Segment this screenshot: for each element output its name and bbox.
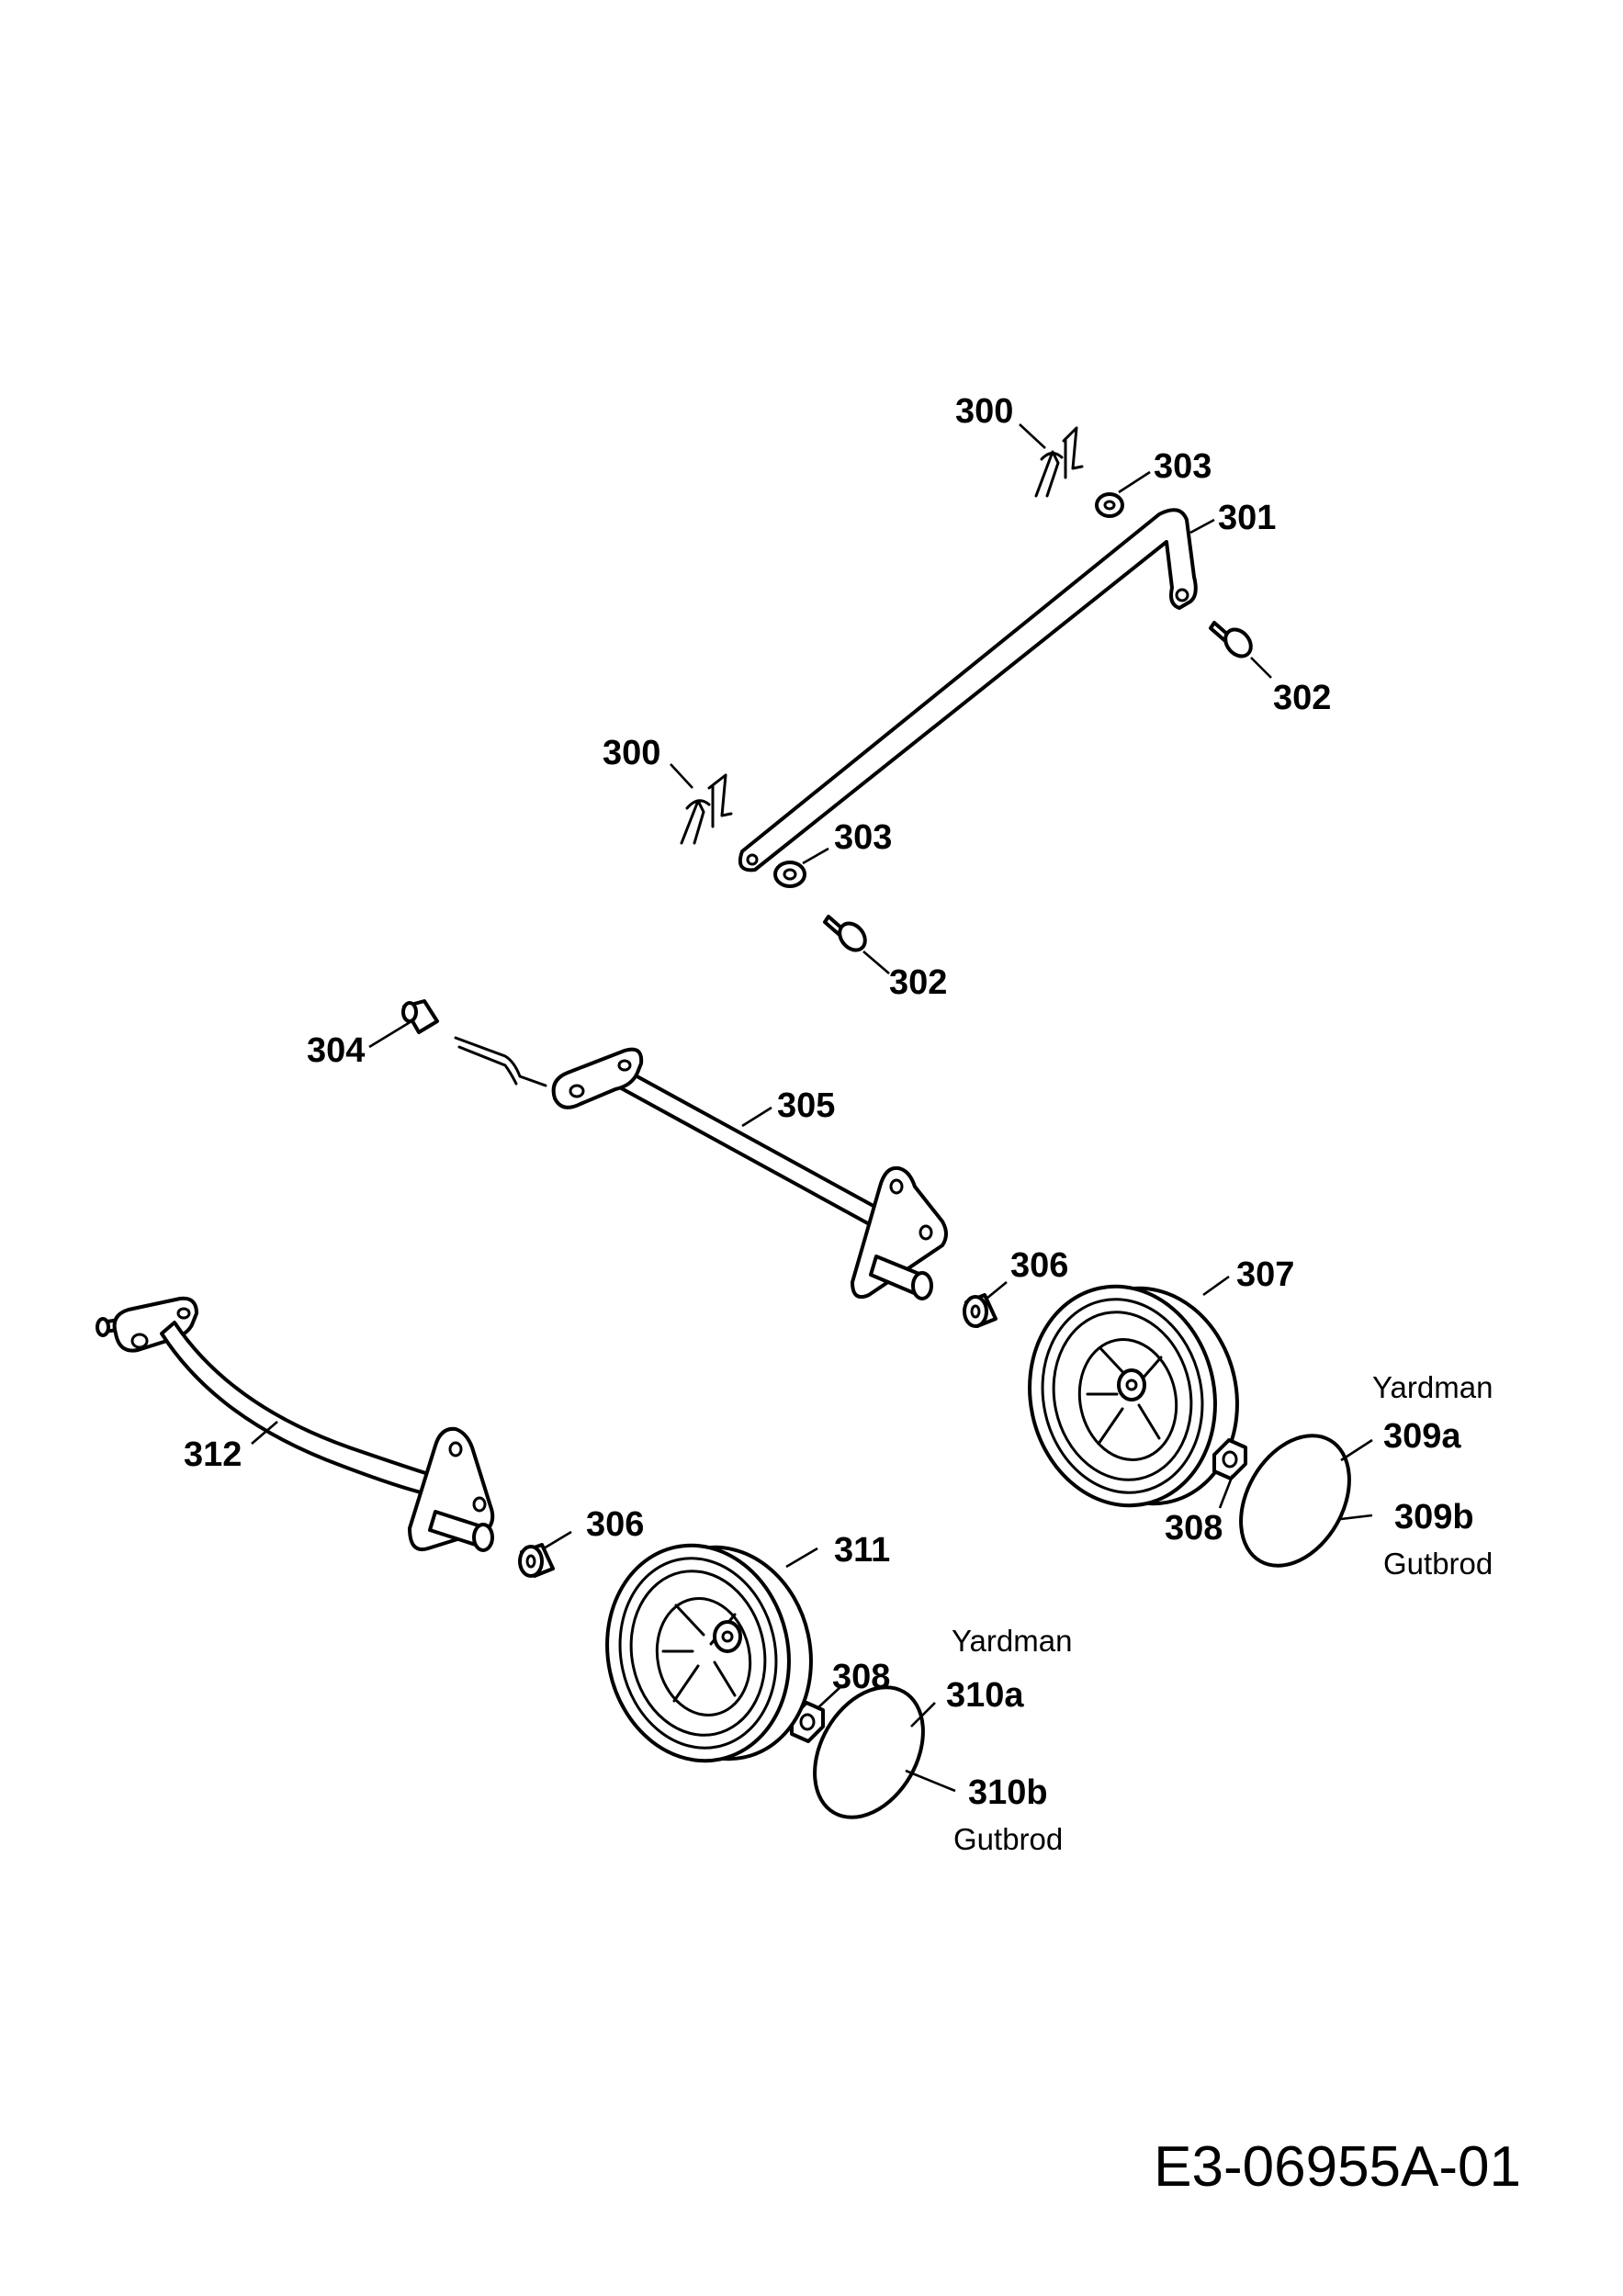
drawing-code: E3-06955A-01 xyxy=(1154,2135,1521,2199)
callout-304: 304 xyxy=(307,1031,365,1070)
wheel-307 xyxy=(1028,1284,1239,1508)
spacer-306-upper xyxy=(963,1293,997,1328)
callout-309b: 309b xyxy=(1394,1498,1474,1536)
callout-labels: 300 303 301 302 300 303 302 304 305 306 … xyxy=(184,392,1493,1856)
callout-302-mid: 302 xyxy=(889,963,947,1002)
callout-309a: 309a xyxy=(1383,1417,1461,1456)
push-rod-301 xyxy=(738,508,1198,872)
washer-303-mid xyxy=(773,861,806,888)
cable-end-304 xyxy=(401,999,439,1034)
callout-303-mid: 303 xyxy=(834,818,892,857)
axle-305 xyxy=(454,1036,948,1300)
callout-300-top: 300 xyxy=(955,392,1013,431)
callout-305: 305 xyxy=(777,1086,835,1125)
brand-gutbrod-upper: Gutbrod xyxy=(1383,1547,1493,1581)
callout-310a: 310a xyxy=(946,1676,1024,1715)
callout-301: 301 xyxy=(1218,499,1276,537)
clip-300-mid xyxy=(680,773,733,845)
washer-303-top xyxy=(1095,492,1124,518)
callout-311: 311 xyxy=(834,1531,890,1570)
brand-yardman-upper: Yardman xyxy=(1372,1370,1493,1404)
bolt-302-top xyxy=(1209,621,1253,658)
wheel-311 xyxy=(605,1543,813,1763)
axle-312 xyxy=(96,1296,495,1552)
callout-300-mid: 300 xyxy=(603,734,660,772)
callout-308-lower: 308 xyxy=(832,1658,890,1696)
spacer-306-lower xyxy=(518,1543,555,1578)
callout-308-upper: 308 xyxy=(1165,1509,1223,1548)
callout-312: 312 xyxy=(184,1435,242,1474)
leader-lines xyxy=(251,423,1373,1793)
callout-303-top: 303 xyxy=(1154,447,1212,486)
callout-302-top: 302 xyxy=(1273,679,1331,717)
brand-yardman-lower: Yardman xyxy=(952,1624,1072,1658)
hub-cap-310 xyxy=(813,1685,925,1819)
callout-306-upper: 306 xyxy=(1010,1246,1068,1285)
bolt-302-mid xyxy=(823,915,867,952)
brand-gutbrod-lower: Gutbrod xyxy=(953,1822,1063,1856)
callout-306-lower: 306 xyxy=(586,1505,644,1544)
callout-307: 307 xyxy=(1236,1255,1294,1294)
clip-300-top xyxy=(1034,426,1084,498)
callout-310b: 310b xyxy=(968,1773,1048,1812)
nut-308-upper xyxy=(1212,1438,1247,1480)
hub-cap-309 xyxy=(1239,1434,1351,1568)
